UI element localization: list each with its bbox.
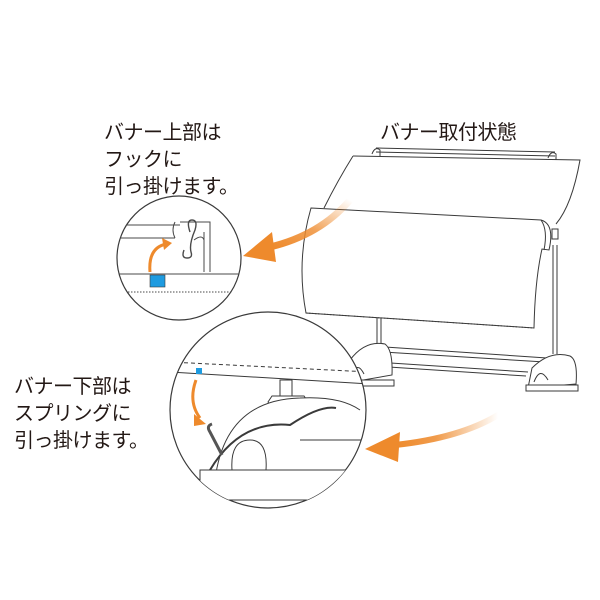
- hook-detail-circle: [116, 195, 242, 321]
- small-orange-arrow-bottom: [191, 379, 202, 419]
- bottom-instruction-line-2: スプリングに: [14, 401, 131, 425]
- top-instruction-line-3: 引っ掛けます。: [104, 174, 239, 198]
- bottom-instruction-line-3: 引っ掛けます。: [14, 428, 149, 452]
- top-instruction-caption: バナー上部は フックに 引っ掛けます。: [104, 119, 239, 200]
- top-instruction-line-1: バナー上部は: [104, 120, 221, 144]
- blue-marker-bottom: [196, 368, 202, 374]
- banner-stand: [301, 147, 581, 392]
- top-instruction-line-2: フックに: [104, 147, 182, 171]
- banner-back: [352, 155, 581, 225]
- bottom-instruction-caption: バナー下部は スプリングに 引っ掛けます。: [14, 373, 149, 454]
- banner-front: [301, 207, 552, 329]
- arrow-to-spring-detail-icon: [365, 412, 501, 462]
- arrow-to-hook-detail-icon: [243, 196, 354, 262]
- top-bar: [371, 147, 557, 160]
- spring-detail-circle: [169, 311, 367, 509]
- right-foot: [527, 354, 577, 389]
- bottom-instruction-line-1: バナー下部は: [14, 374, 131, 398]
- blue-marker: [149, 274, 166, 288]
- mounted-state-title: バナー取付状態: [380, 120, 517, 144]
